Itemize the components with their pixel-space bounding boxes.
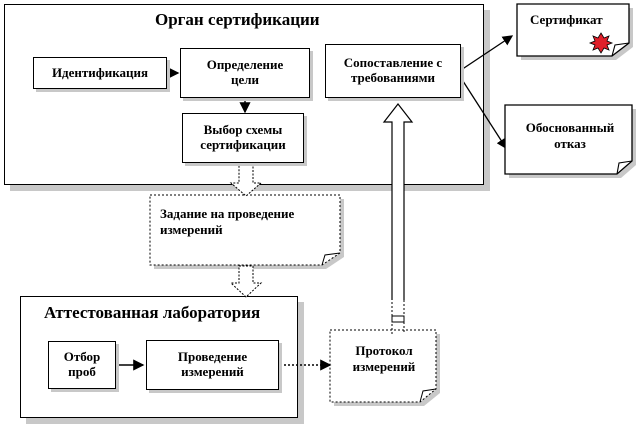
identification-box: Идентификация bbox=[33, 57, 167, 89]
laboratory-title: Аттестованная лаборатория bbox=[44, 303, 261, 322]
certification-body-title: Орган сертификации bbox=[155, 10, 320, 29]
measuring-box: Проведение измерений bbox=[146, 340, 279, 390]
compare-requirements-box: Сопоставление с требованиями bbox=[325, 44, 461, 98]
goal-definition-label: Определение цели bbox=[206, 57, 284, 87]
task-document bbox=[149, 194, 344, 269]
sampling-label: Отбор проб bbox=[63, 349, 101, 379]
goal-definition-box: Определение цели bbox=[180, 48, 310, 98]
arrow-compare-to-refusal bbox=[460, 77, 507, 150]
compare-requirements-label: Сопоставление с требованиями bbox=[343, 55, 443, 85]
measuring-label: Проведение измерений bbox=[177, 349, 248, 379]
block-arrow-scheme-to-task bbox=[229, 162, 263, 197]
protocol-document bbox=[329, 329, 440, 406]
task-label: Задание на проведение измерений bbox=[160, 206, 295, 237]
seal-icon bbox=[588, 32, 614, 54]
certificate-label: Сертификат bbox=[530, 12, 603, 27]
block-arrow-task-to-lab bbox=[229, 265, 263, 298]
sampling-box: Отбор проб bbox=[48, 341, 116, 389]
block-arrow-protocol-to-compare bbox=[382, 103, 414, 334]
identification-label: Идентификация bbox=[51, 64, 149, 80]
refusal-document bbox=[504, 104, 636, 178]
scheme-selection-label: Выбор схемы сертификации bbox=[200, 122, 286, 152]
scheme-selection-box: Выбор схемы сертификации bbox=[182, 113, 304, 163]
arrow-compare-to-certificate bbox=[460, 35, 514, 71]
protocol-label: Протокол измерений bbox=[352, 343, 416, 374]
refusal-label: Обоснованный отказ bbox=[525, 120, 615, 151]
